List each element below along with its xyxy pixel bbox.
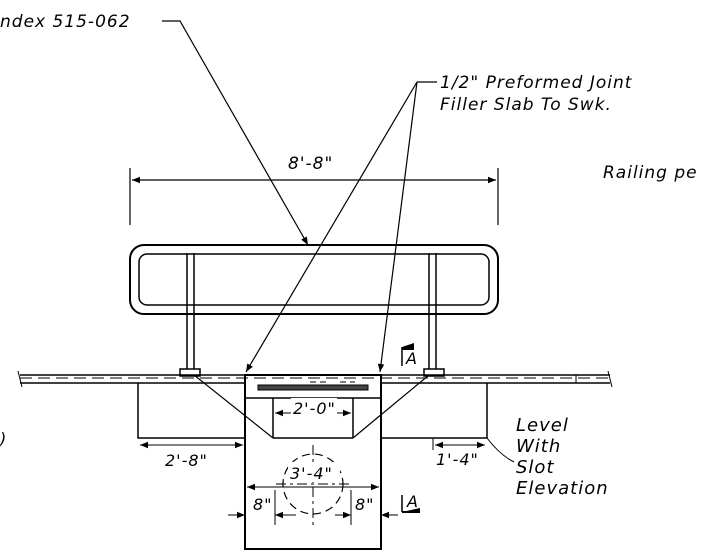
dim-box-width: 3'-4" (290, 464, 333, 483)
dim-right-pad: 1'-4" (436, 450, 479, 469)
inlet-box (244, 374, 382, 550)
dimension-right-pad: 1'-4" (432, 438, 485, 469)
joint-filler-label-2: Filler Slab To Swk. (440, 95, 612, 115)
dim-left-pad: 2'-8" (165, 451, 208, 470)
dimension-walls: 8" 8" (228, 490, 398, 525)
railing (129, 244, 499, 377)
index-ref-label: ndex 515-062 (0, 12, 131, 32)
railing-label: Railing pe (603, 163, 698, 183)
dimension-overall: 8'-8" (129, 154, 499, 225)
joint-filler-label-1: 1/2" Preformed Joint (440, 73, 633, 93)
dimension-left-pad: 2'-8" (140, 441, 243, 470)
dim-right-wall: 8" (355, 495, 375, 514)
section-mark-top-label: A (405, 349, 418, 368)
dimension-box: 3'-4" (247, 462, 379, 491)
dimension-slot: 2'-0" (275, 398, 351, 418)
level-note-line-4: Elevation (516, 478, 609, 499)
wing-lines (193, 374, 430, 439)
level-note-line-2: With (516, 436, 561, 457)
dim-left-wall: 8" (253, 495, 273, 514)
index-leader: ndex 515-062 (0, 12, 309, 246)
level-note-line-1: Level (516, 415, 569, 436)
joint-filler-callout: 1/2" Preformed Joint Filler Slab To Swk. (245, 73, 633, 373)
level-note-line-3: Slot (516, 457, 555, 478)
section-marker-top: A (401, 343, 418, 368)
dim-slot-width: 2'-0" (293, 399, 336, 418)
section-marker-bottom: A (401, 492, 420, 513)
section-mark-bottom-label: A (406, 492, 419, 511)
level-note: Level With Slot Elevation (486, 415, 609, 499)
dim-overall-width: 8'-8" (288, 154, 333, 174)
left-paren: ) (0, 429, 7, 448)
